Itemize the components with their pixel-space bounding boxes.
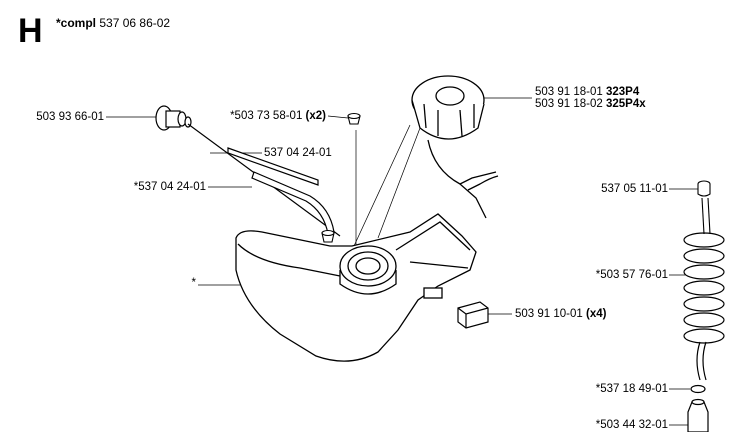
section-letter: H: [18, 12, 43, 50]
fuel-hose: [227, 147, 335, 235]
fuel-pickup-body: [687, 398, 709, 432]
label-bottom: *503 44 32-01: [595, 419, 668, 431]
leader-lines: [106, 97, 700, 426]
label-cap-323: 503 91 18-01 323P4: [535, 86, 640, 98]
o-ring: [690, 384, 706, 394]
label-grommet: *503 73 58-01 (x2): [230, 110, 326, 122]
label-ring: *537 18 49-01: [595, 383, 668, 395]
label-spring: *503 57 76-01: [595, 269, 668, 281]
fuel-tank: [235, 213, 477, 362]
fuel-filter-fitting: [155, 105, 341, 237]
label-spring-cap: 537 05 11-01: [601, 183, 668, 195]
label-fuel-filter: 503 93 66-01: [36, 111, 104, 123]
label-pad: 503 91 10-01 (x4): [515, 308, 607, 320]
label-hose-a: 537 04 24-01: [264, 147, 332, 159]
label-cap-325: 503 91 18-02 325P4x: [535, 98, 646, 110]
coil-spring: [683, 232, 725, 381]
label-tank: *: [191, 277, 196, 289]
rubber-pad: [457, 301, 489, 329]
compl-part-number: *compl 537 06 86-02: [56, 16, 171, 30]
fuel-cap: [411, 75, 499, 219]
spring-cap: [697, 180, 711, 235]
grommet-icon: [321, 112, 361, 243]
label-hose-b: *537 04 24-01: [133, 181, 206, 193]
